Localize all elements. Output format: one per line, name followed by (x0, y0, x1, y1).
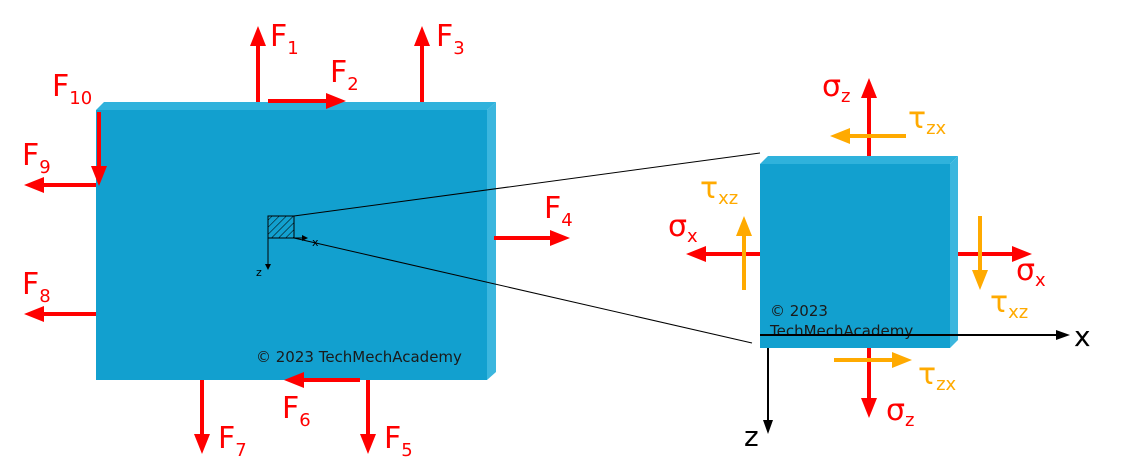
force-arrowhead-f2 (326, 93, 346, 109)
element-z-axis-arrowhead (763, 420, 773, 434)
sigma-z-bottom-arrowhead (861, 398, 877, 418)
stress-labels: σz τzx τxz σx σx τxz τzx σz (668, 69, 1046, 431)
force-arrowhead-f6 (284, 372, 304, 388)
label-tau-zx-top: τzx (908, 101, 947, 139)
small-z-axis-arrowhead (265, 264, 271, 270)
element-z-axis-label: z (744, 420, 759, 453)
label-sigma-x-left: σx (668, 209, 698, 247)
force-arrowhead-f3 (414, 26, 430, 46)
force-arrowhead-f8 (24, 306, 44, 322)
tau-zx-top-arrowhead (830, 128, 850, 144)
hatched-element (267, 215, 295, 239)
sigma-z-top-arrowhead (861, 78, 877, 98)
force-labels: F1 F2 F3 F4 F5 F6 F7 F8 F9 F10 (22, 19, 573, 461)
label-f6: F6 (282, 391, 311, 431)
normal-stress-arrows (686, 78, 1032, 418)
zoom-line-bottom (293, 237, 753, 344)
label-f7: F7 (218, 421, 247, 461)
label-f3: F3 (436, 19, 465, 59)
label-sigma-z-bottom: σz (886, 393, 914, 431)
plate-side-face (487, 102, 496, 380)
stress-element: © 2023 TechMechAcademy (760, 156, 958, 348)
plate (96, 102, 496, 380)
plate-front-face (96, 110, 487, 380)
label-f10: F10 (52, 69, 92, 109)
element-copyright-year: © 2023 (770, 302, 828, 320)
force-arrowhead-f7 (194, 434, 210, 454)
label-f2: F2 (330, 55, 359, 95)
force-arrowhead-f9 (24, 177, 44, 193)
plate-top-face (96, 102, 496, 110)
label-tau-xz-right: τxz (990, 285, 1028, 323)
label-sigma-x-right: σx (1016, 253, 1046, 291)
label-sigma-z-top: σz (822, 69, 850, 107)
plate-copyright: © 2023 TechMechAcademy (256, 348, 462, 366)
force-arrowhead-f5 (360, 434, 376, 454)
element-x-axis-label: x (1074, 320, 1091, 353)
sigma-x-right-arrowhead (1012, 246, 1032, 262)
small-z-axis-label: z (256, 266, 262, 279)
force-arrows (24, 26, 570, 454)
label-tau-xz-left: τxz (700, 171, 738, 209)
label-f1: F1 (270, 19, 299, 59)
label-tau-zx-bottom: τzx (918, 357, 957, 395)
force-arrowhead-f1 (250, 26, 266, 46)
element-top-face (760, 156, 958, 164)
force-arrowhead-f4 (550, 230, 570, 246)
element-x-axis-arrowhead (1056, 330, 1070, 340)
element-side-face (950, 156, 958, 348)
shear-stress-arrows (736, 128, 988, 368)
element-axes: x z (744, 320, 1091, 453)
label-f4: F4 (544, 191, 573, 231)
tau-zx-bottom-arrowhead (892, 352, 912, 368)
force-arrowhead-f10 (91, 166, 107, 186)
element-copyright-name: TechMechAcademy (769, 322, 913, 340)
tau-xz-left-arrowhead (736, 216, 752, 236)
tau-xz-right-arrowhead (972, 270, 988, 290)
small-x-axis-arrowhead (302, 235, 308, 241)
zoom-line-top (293, 152, 761, 217)
element-front-face (760, 164, 950, 348)
sigma-x-left-arrowhead (686, 246, 706, 262)
label-f8: F8 (22, 267, 51, 307)
label-f5: F5 (384, 421, 413, 461)
label-f9: F9 (22, 138, 51, 178)
